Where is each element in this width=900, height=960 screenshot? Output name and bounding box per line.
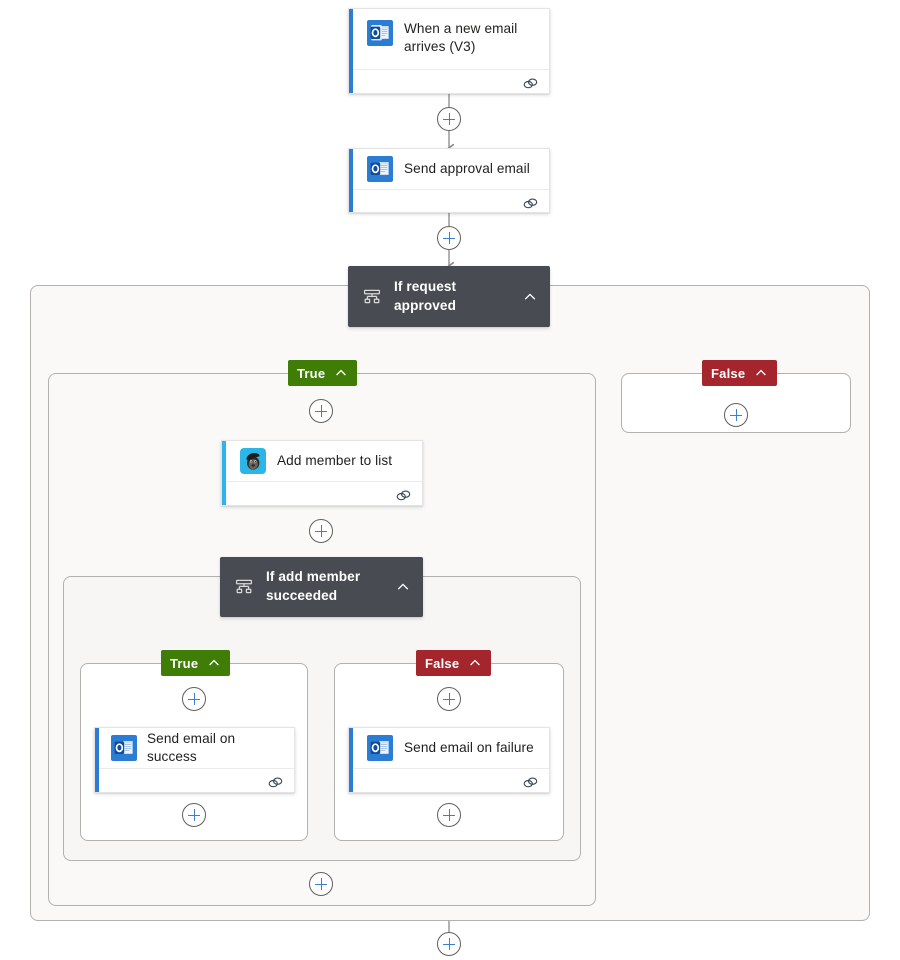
add-step-inner-true-top[interactable] xyxy=(182,687,206,711)
add-step-outer-true-bottom[interactable] xyxy=(309,872,333,896)
add-step-after-send-approval-email[interactable] xyxy=(437,226,461,250)
card-accent-bar xyxy=(349,149,353,212)
card-accent-bar xyxy=(349,9,353,93)
add-step-after-outer-scope[interactable] xyxy=(437,932,461,956)
badge-label: False xyxy=(711,365,746,381)
chevron-up-icon[interactable] xyxy=(754,366,768,380)
card-title: When a new email arrives (V3) xyxy=(404,21,518,55)
add-step-after-trigger[interactable] xyxy=(437,107,461,131)
card-accent-bar xyxy=(95,728,99,792)
badge-label: False xyxy=(425,655,460,671)
condition-title: If add member succeeded xyxy=(266,569,361,603)
add-step-outer-false-body[interactable] xyxy=(724,403,748,427)
mailchimp-icon xyxy=(240,448,266,474)
badge-label: True xyxy=(297,365,326,381)
card-send-approval-email[interactable]: Send approval email xyxy=(348,148,550,213)
outlook-icon xyxy=(367,156,393,182)
link-icon[interactable] xyxy=(523,77,538,90)
outlook-icon xyxy=(367,20,393,46)
card-send-email-on-success[interactable]: Send email on success xyxy=(94,727,295,793)
chevron-up-icon[interactable] xyxy=(395,579,411,595)
condition-header-if-request-approved[interactable]: If request approved xyxy=(348,266,550,327)
outlook-icon xyxy=(367,735,393,761)
add-step-inner-false-top[interactable] xyxy=(437,687,461,711)
card-accent-bar xyxy=(222,441,226,505)
card-title: Send email on success xyxy=(147,730,236,764)
condition-icon xyxy=(363,289,381,303)
add-step-after-add-member[interactable] xyxy=(309,519,333,543)
add-step-outer-true-top[interactable] xyxy=(309,399,333,423)
card-accent-bar xyxy=(349,728,353,792)
chevron-up-icon[interactable] xyxy=(207,656,221,670)
link-icon[interactable] xyxy=(268,776,283,789)
card-when-a-new-email-arrives[interactable]: When a new email arrives (V3) xyxy=(348,8,550,94)
card-title: Send email on failure xyxy=(404,739,534,755)
card-add-member-to-list[interactable]: Add member to list xyxy=(221,440,423,506)
chevron-up-icon[interactable] xyxy=(468,656,482,670)
badge-outer-true[interactable]: True xyxy=(288,360,358,386)
card-title: Send approval email xyxy=(404,160,530,176)
badge-outer-false[interactable]: False xyxy=(702,360,778,386)
badge-label: True xyxy=(170,655,199,671)
condition-title: If request approved xyxy=(394,278,457,313)
chevron-up-icon[interactable] xyxy=(522,289,538,305)
badge-inner-false[interactable]: False xyxy=(416,650,492,676)
add-step-inner-false-bottom[interactable] xyxy=(437,803,461,827)
link-icon[interactable] xyxy=(523,197,538,210)
condition-header-if-add-member-succeeded[interactable]: If add member succeeded xyxy=(220,557,423,617)
add-step-inner-true-bottom[interactable] xyxy=(182,803,206,827)
chevron-up-icon[interactable] xyxy=(334,366,348,380)
link-icon[interactable] xyxy=(523,776,538,789)
outlook-icon xyxy=(111,735,137,761)
card-send-email-on-failure[interactable]: Send email on failure xyxy=(348,727,550,793)
badge-inner-true[interactable]: True xyxy=(161,650,231,676)
link-icon[interactable] xyxy=(396,489,411,502)
condition-icon xyxy=(235,579,253,594)
card-title: Add member to list xyxy=(277,452,393,468)
